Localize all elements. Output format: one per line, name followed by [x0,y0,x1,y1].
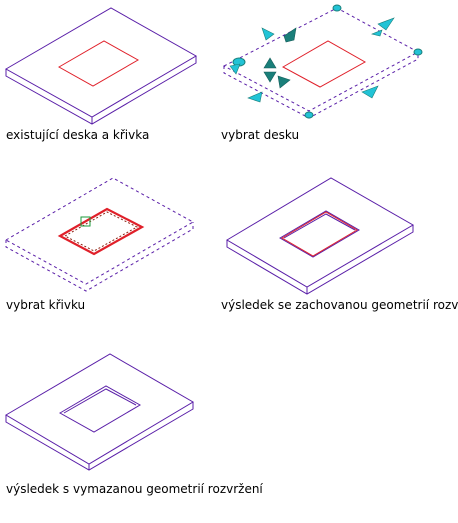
grip-right-icon[interactable] [413,48,423,56]
final-slab-front [5,402,194,471]
caption-existing-slab: existující deska a křivka [6,128,150,142]
height-grip-up-icon[interactable] [263,57,277,69]
slab-curve [281,40,367,88]
caption-select-curve: vybrat křivku [6,298,86,312]
result-opening-inner [283,213,356,239]
selected-slab-front [223,52,419,119]
arrow-grip-top-mid-icon[interactable] [283,27,297,43]
slab-front-edge [5,56,197,125]
result-slab-top [226,177,414,288]
arrow-grip-se-icon[interactable] [361,85,379,99]
height-grip-down-icon[interactable] [263,71,277,83]
slab-top-dashed [4,177,195,285]
selected-slab-top[interactable] [222,7,420,112]
caption-result-deleted: výsledek s vymazanou geometrií rozvržení [6,482,263,496]
grip-bottom-icon[interactable] [304,111,314,119]
caption-select-slab: vybrat desku [221,128,300,142]
result-slab-front [226,225,414,295]
selected-curve-inner [63,211,139,252]
grip-top-icon[interactable] [332,4,342,12]
preserved-curve[interactable] [281,211,358,257]
selected-curve-outer[interactable] [57,207,145,256]
pick-box-icon[interactable] [80,216,91,227]
caption-result-preserved: výsledek se zachovanou geometrií rozvrže… [221,298,458,312]
layout-curve[interactable] [57,40,140,87]
arrow-grip-e-icon[interactable] [371,29,383,37]
slab-grips [229,4,423,119]
final-opening[interactable] [58,385,142,433]
arrow-grip-side-icon[interactable] [229,63,241,75]
panel-existing-slab [4,7,198,125]
arrow-grip-sw-icon[interactable] [247,91,263,103]
slab-top-face[interactable] [4,7,198,118]
final-slab-top [5,353,194,465]
arrow-grip-ne-icon[interactable] [377,17,395,31]
rotate-grip-icon[interactable] [277,75,291,89]
result-opening[interactable] [279,210,360,258]
panel-result-preserved [226,177,414,295]
arrow-grip-nw-icon[interactable] [261,27,275,41]
final-opening-inner [63,388,137,414]
slab-front-dashed [5,222,194,292]
selected-curve [57,207,145,256]
panel-result-deleted [5,353,194,471]
panel-select-curve [4,177,195,292]
